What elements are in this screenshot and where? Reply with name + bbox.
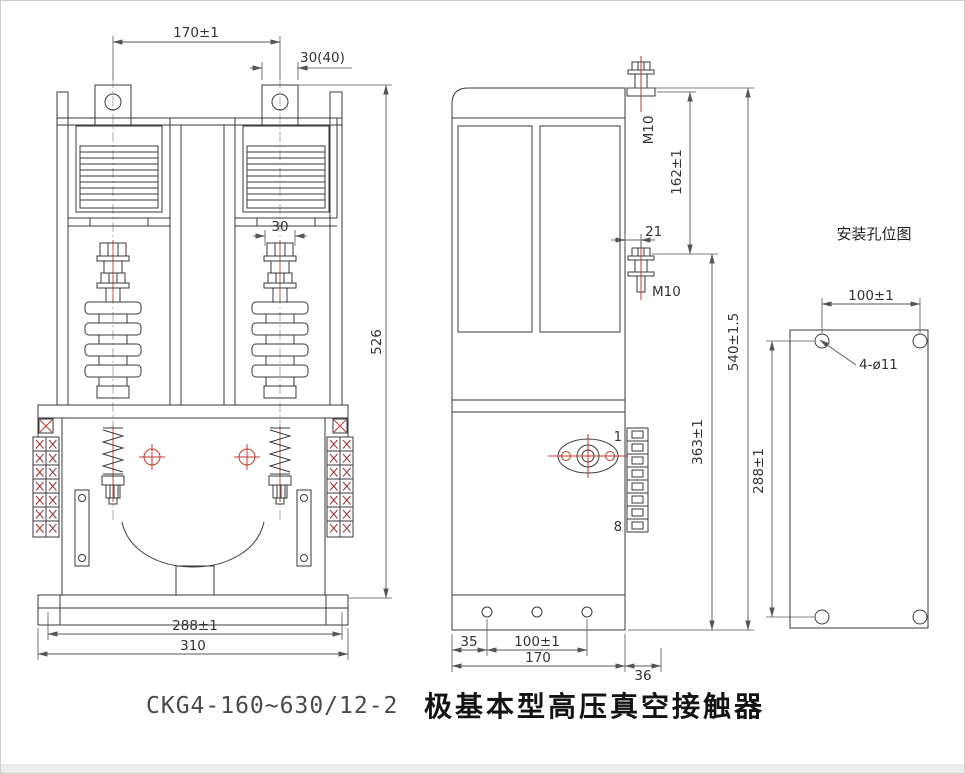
front-red-markers [39, 419, 347, 470]
side-red-markers [548, 56, 642, 478]
dim-side-overall-height: 540±1.5 [726, 313, 742, 372]
front-left-spring [101, 427, 125, 475]
mounting-diagram-title: 安装孔位图 [836, 225, 911, 243]
front-magnet-arc [121, 521, 265, 568]
terminal-pin-8-label: 8 [614, 520, 622, 535]
front-right-terminal-stack [263, 242, 297, 303]
front-extension-lines [37, 36, 392, 660]
dim-front-pole-spacing: 170±1 [173, 25, 219, 41]
dim-front-tab-width: 30(40) [300, 50, 345, 66]
dim-side-lower-height: 363±1 [690, 419, 706, 465]
title-model-code: CKG4-160~630/12-2 [146, 693, 398, 719]
front-geometry [32, 84, 354, 626]
front-dimension-lines [37, 39, 389, 657]
dim-side-bolt-offset: 21 [645, 224, 662, 240]
dim-mount-hole-callout: 4-ø11 [859, 357, 898, 373]
dim-side-depth: 170 [525, 650, 551, 666]
mounting-extension-lines [766, 298, 921, 618]
front-centerlines [112, 78, 281, 520]
mounting-hole-diagram: 安装孔位图 100±1 4-ø11 288±1 [751, 225, 929, 629]
side-geometry [451, 61, 656, 631]
dim-mount-hole-spacing-v: 288±1 [751, 448, 767, 494]
front-left-terminal-strip [32, 436, 60, 538]
side-terminal-block [626, 427, 649, 533]
front-strip-x-marks [35, 439, 351, 533]
side-extension-lines [451, 87, 754, 672]
dim-side-top-thread: M10 [641, 116, 657, 145]
front-right-spring [268, 427, 292, 475]
dim-front-height: 526 [369, 329, 385, 355]
front-left-terminal-stack [96, 242, 130, 303]
dim-front-overall-width: 310 [180, 638, 206, 654]
dim-side-upper-height: 162±1 [669, 149, 685, 195]
front-right-terminal-strip [326, 436, 354, 538]
dim-side-foot-offset: 35 [460, 634, 477, 650]
dim-side-foot-hole-spacing: 100±1 [514, 634, 560, 650]
side-view: 1 8 M10 162±1 21 M10 540±1.5 363±1 35 10… [451, 56, 754, 684]
front-view: 170±1 30(40) 30 288±1 310 526 [32, 25, 392, 660]
terminal-pin-1-label: 1 [614, 430, 622, 445]
front-left-lower-bolt [101, 475, 125, 505]
dim-front-base-holes: 288±1 [172, 618, 218, 634]
dim-mount-hole-spacing-h: 100±1 [848, 288, 894, 304]
dim-front-terminal-width: 30 [271, 219, 288, 235]
front-left-insulator [84, 301, 142, 399]
front-right-insulator [251, 301, 309, 399]
dim-side-mid-thread: M10 [652, 284, 681, 300]
mounting-geometry [789, 329, 929, 629]
front-right-lower-bolt [268, 475, 292, 505]
mounting-dimension-lines [769, 301, 921, 618]
dim-side-rear-offset: 36 [634, 668, 651, 684]
title-product-name: 极基本型高压真空接触器 [424, 690, 765, 723]
drawing-title: CKG4-160~630/12-2 极基本型高压真空接触器 [146, 690, 765, 723]
side-dimension-lines [451, 87, 751, 669]
